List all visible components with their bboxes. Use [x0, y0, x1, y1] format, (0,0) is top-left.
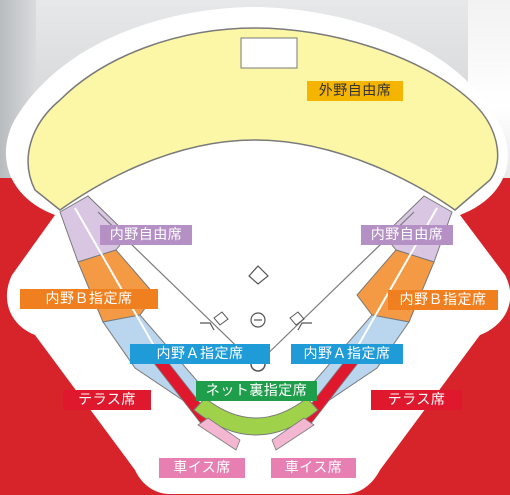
label-outfield-free: 外野自由席: [307, 81, 403, 101]
label-wheelchair-right: 車イス席: [271, 458, 356, 478]
label-terrace-left: テラス席: [63, 390, 151, 410]
first-base: [289, 311, 305, 326]
dugout-left: [200, 322, 215, 331]
third-base: [213, 311, 229, 326]
label-infield-free-left: 内野自由席: [100, 225, 192, 245]
wheelchair-seats-right: [271, 417, 315, 451]
label-infield-a-right: 内野Ａ指定席: [291, 344, 403, 364]
label-net-reserved: ネット裏指定席: [196, 381, 317, 401]
label-infield-b-left: 内野Ｂ指定席: [20, 289, 158, 309]
label-infield-b-right: 内野Ｂ指定席: [388, 290, 498, 310]
label-terrace-right: テラス席: [371, 390, 462, 410]
pitcher-mound: [250, 312, 266, 328]
scoreboard: [240, 37, 298, 69]
second-base: [248, 265, 269, 285]
aisle-left: [74, 207, 166, 366]
dugout-right: [297, 322, 312, 331]
label-infield-a-left: 内野Ａ指定席: [130, 344, 270, 364]
outfield-stand: [27, 27, 499, 211]
label-infield-free-right: 内野自由席: [361, 225, 453, 245]
wheelchair-seats-left: [197, 417, 241, 451]
label-wheelchair-left: 車イス席: [159, 458, 245, 478]
